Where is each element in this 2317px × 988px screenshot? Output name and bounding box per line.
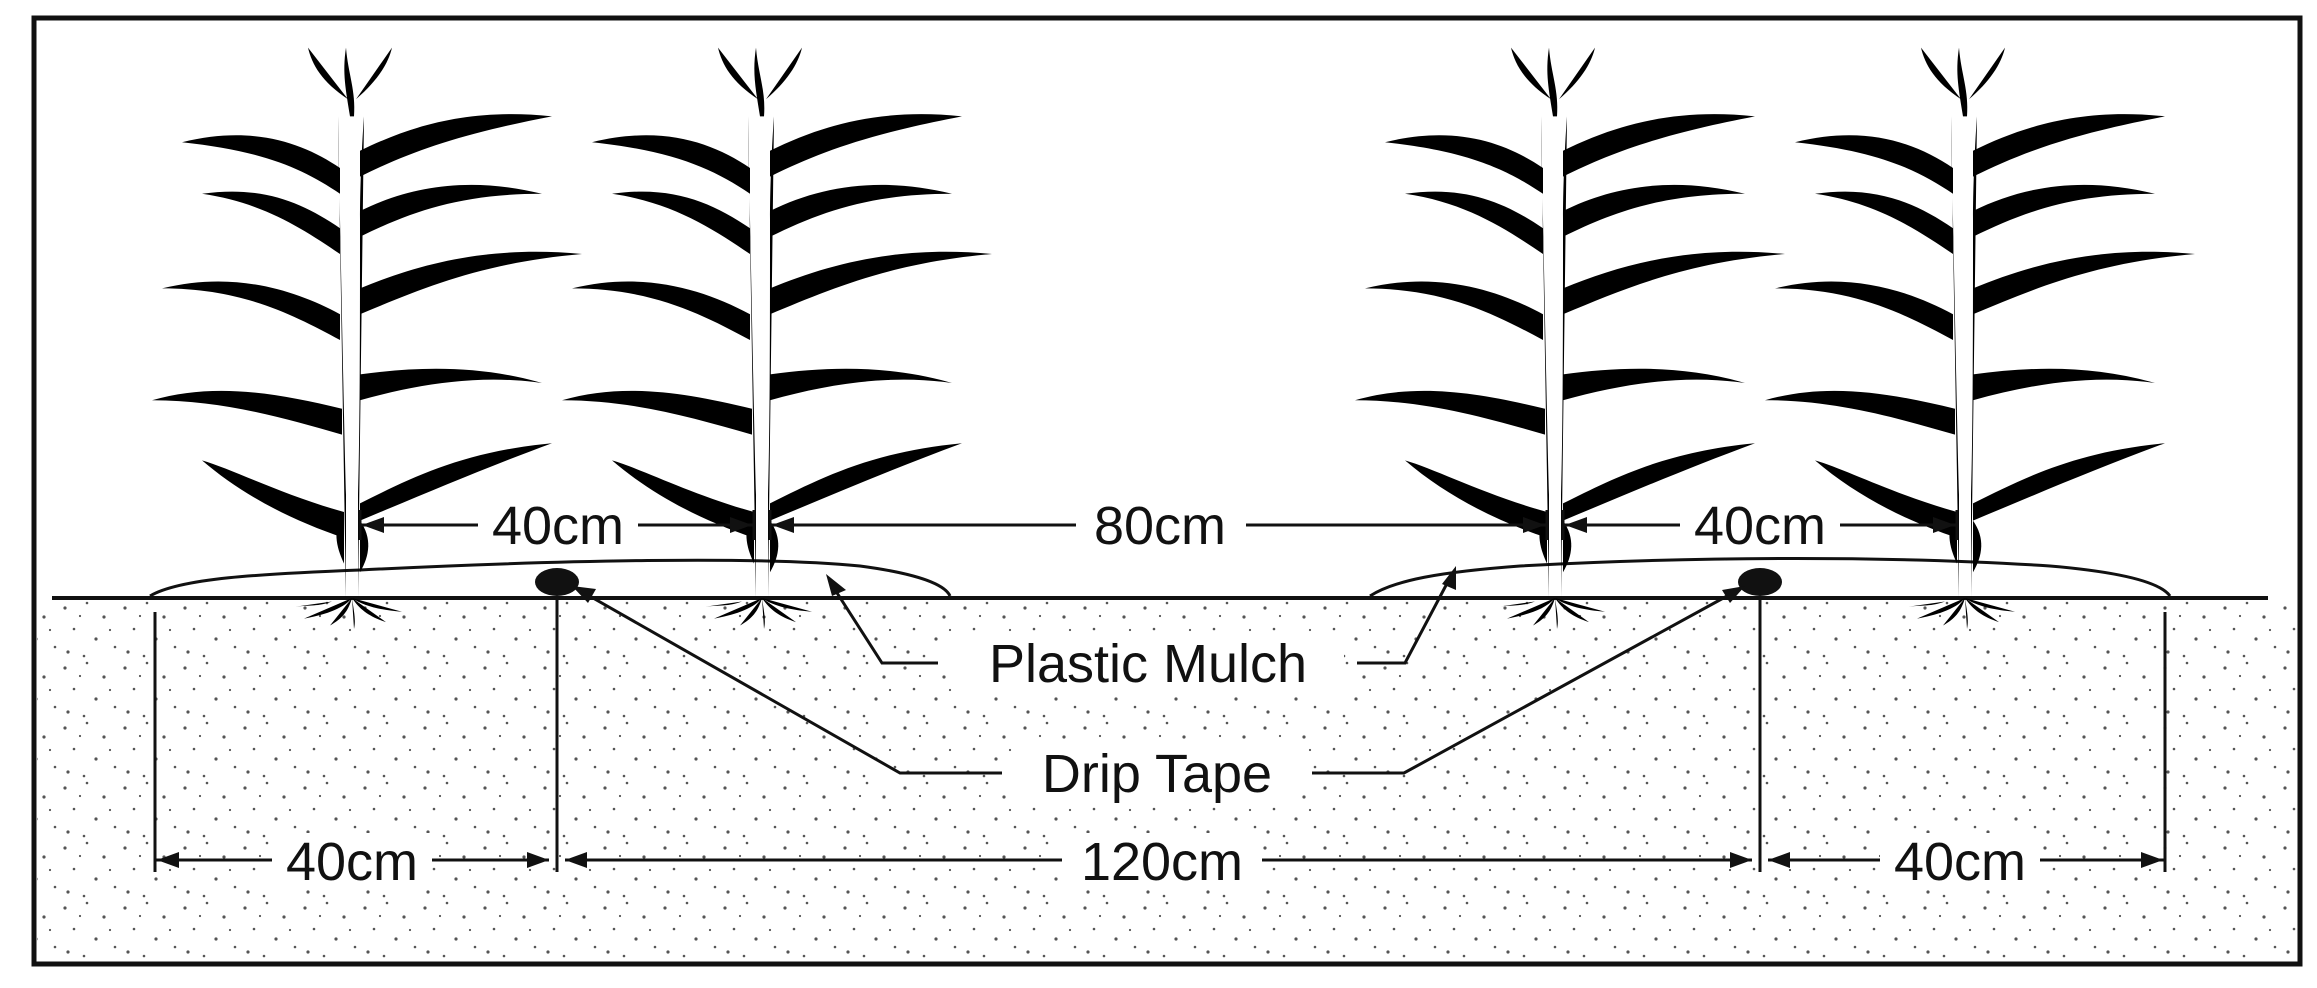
bottom-dim-label-2: 120cm (1081, 832, 1243, 892)
drip-tape-right (1738, 568, 1782, 596)
drip-tape-left (535, 568, 579, 596)
top-dim-label-2: 80cm (1094, 496, 1226, 556)
bed-mound-left (149, 558, 952, 598)
top-dim-label-1: 40cm (492, 496, 624, 556)
plastic-mulch-callout (826, 566, 1456, 665)
bottom-dim-label-3: 40cm (1894, 832, 2026, 892)
plastic-mulch-label: Plastic Mulch (989, 634, 1307, 694)
drip-tape-callout (572, 586, 1745, 775)
bed-mound-right (1369, 557, 2172, 598)
top-dim-label-3: 40cm (1694, 496, 1826, 556)
drip-tape-label: Drip Tape (1042, 744, 1272, 804)
bottom-dim-label-1: 40cm (286, 832, 418, 892)
